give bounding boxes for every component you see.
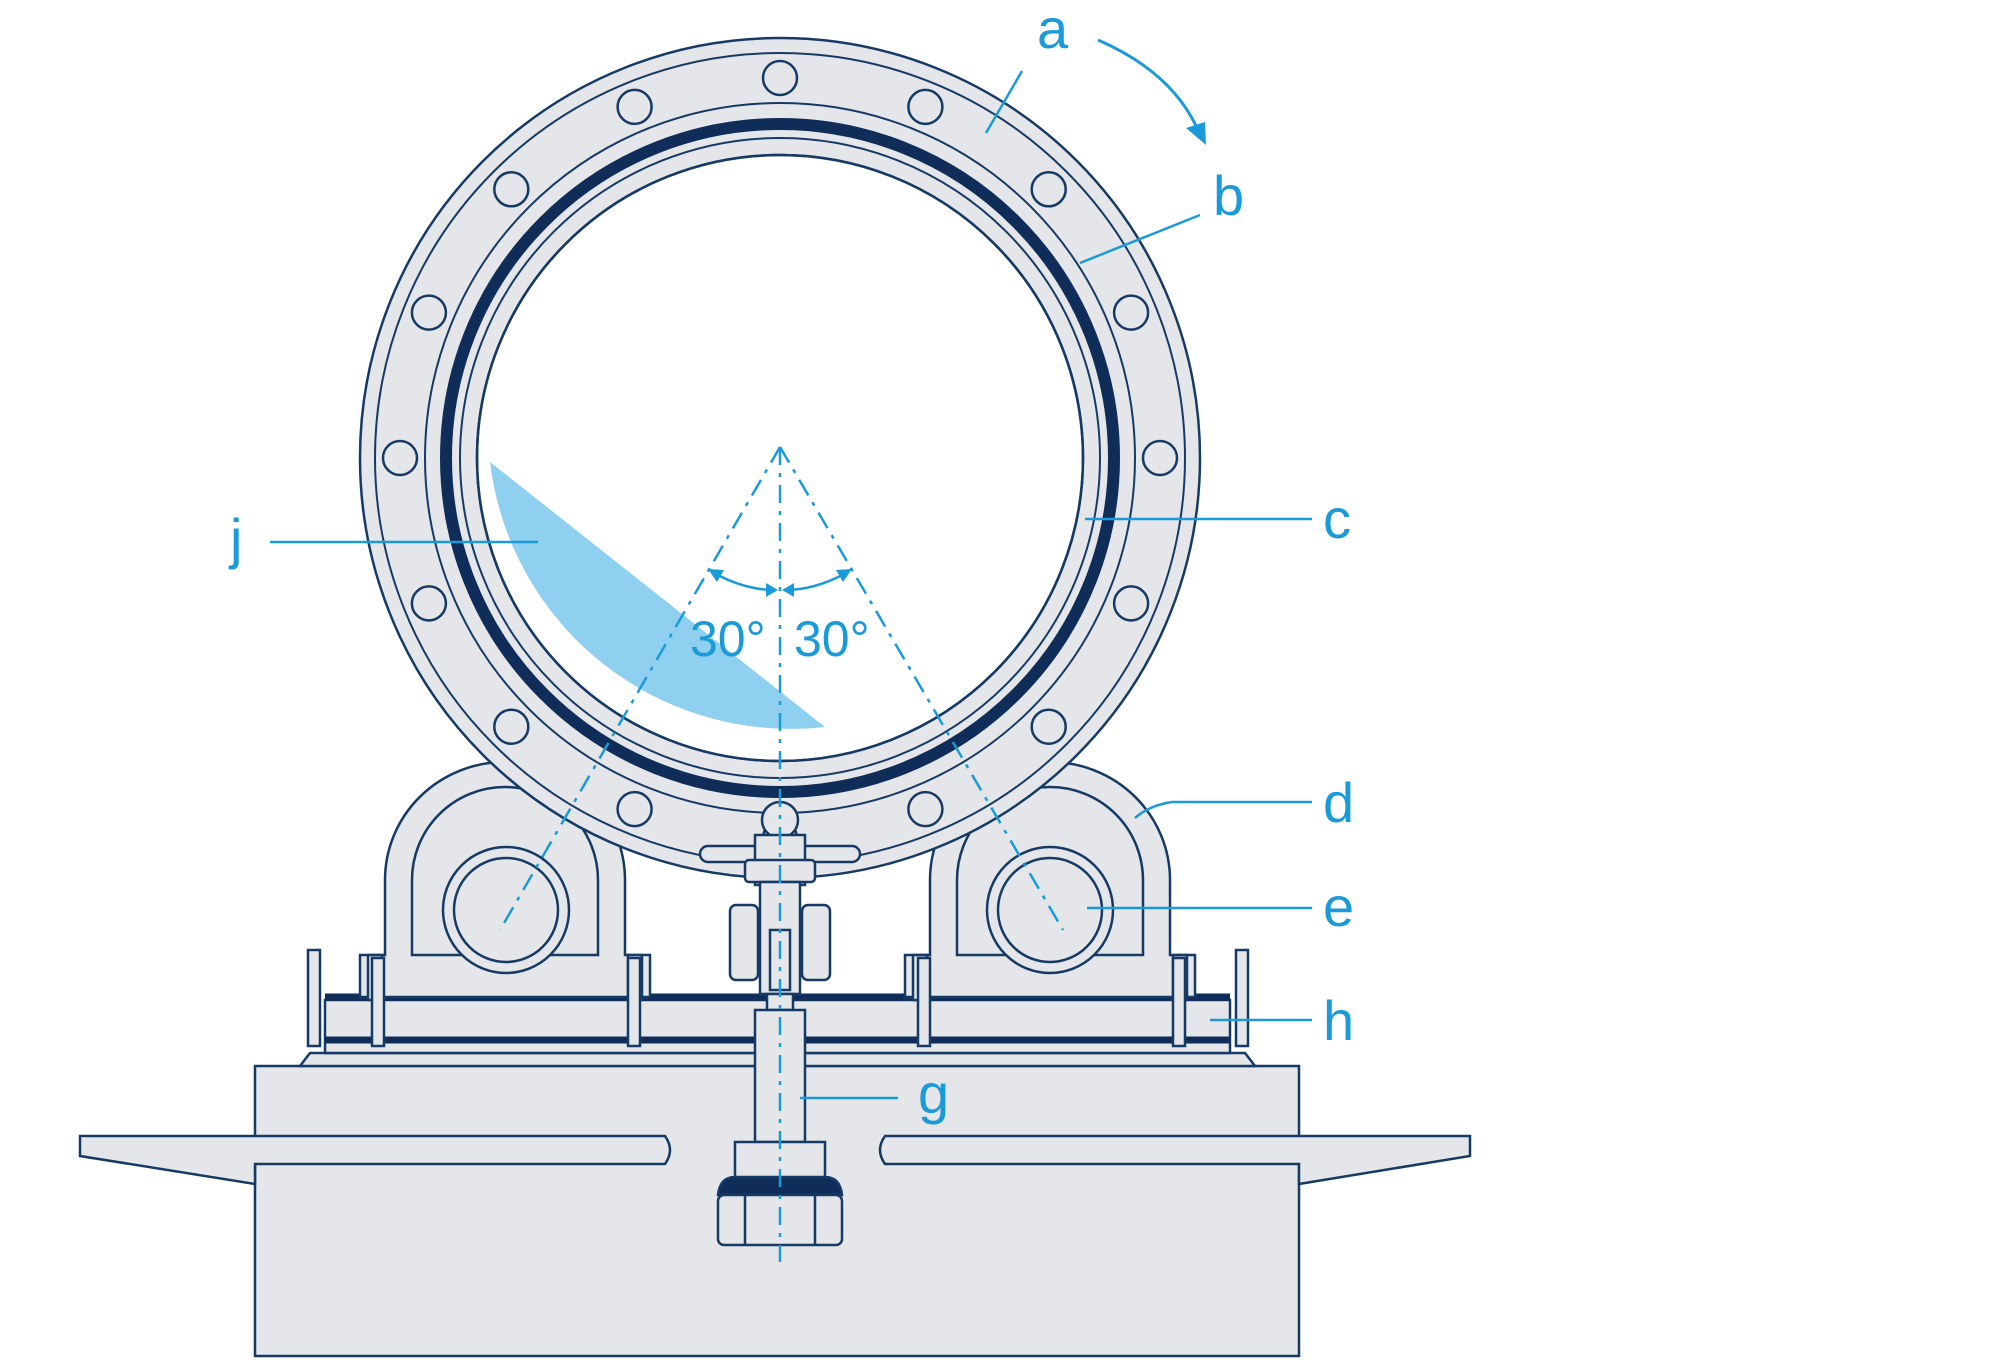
bolt-hole bbox=[493, 171, 530, 208]
bolt-hole bbox=[1112, 585, 1150, 622]
angle-label-left: 30° bbox=[690, 611, 766, 667]
rotation-arrow-icon bbox=[1097, 38, 1206, 145]
bolt-hole bbox=[410, 294, 448, 331]
adjuster-spindle bbox=[716, 833, 844, 1247]
anchor-bolts bbox=[306, 948, 1250, 1048]
bolt-hole bbox=[1141, 439, 1179, 477]
right-wing bbox=[878, 1134, 1472, 1186]
bolt-hole bbox=[761, 59, 799, 97]
bolt-hole bbox=[907, 790, 944, 828]
bolt-hole bbox=[381, 439, 419, 477]
label-e: e bbox=[1323, 875, 1354, 938]
leader-lines bbox=[270, 70, 1312, 1100]
bolt-hole bbox=[410, 585, 448, 622]
label-a: a bbox=[1037, 0, 1069, 60]
bolt-hole bbox=[907, 88, 944, 126]
angle-guides bbox=[498, 446, 1065, 1262]
label-b: b bbox=[1213, 164, 1244, 227]
label-h: h bbox=[1323, 989, 1354, 1052]
left-wing bbox=[78, 1134, 672, 1186]
label-c: c bbox=[1323, 487, 1351, 550]
angle-arrowheads bbox=[708, 569, 852, 597]
bolt-hole bbox=[1112, 294, 1150, 331]
bolt-hole bbox=[616, 88, 653, 126]
bolt-hole bbox=[493, 708, 530, 745]
powder-fill bbox=[490, 462, 825, 729]
callout-labels: a b c d e g h j 30° 30° bbox=[228, 0, 1354, 1125]
bolt-hole bbox=[1030, 171, 1067, 208]
bolt-hole bbox=[616, 790, 653, 828]
bolt-hole bbox=[1030, 708, 1067, 745]
flange-bolt-holes bbox=[381, 59, 1179, 857]
angle-label-right: 30° bbox=[794, 611, 870, 667]
label-d: d bbox=[1323, 771, 1354, 834]
label-g: g bbox=[918, 1062, 949, 1125]
label-j: j bbox=[228, 507, 242, 570]
